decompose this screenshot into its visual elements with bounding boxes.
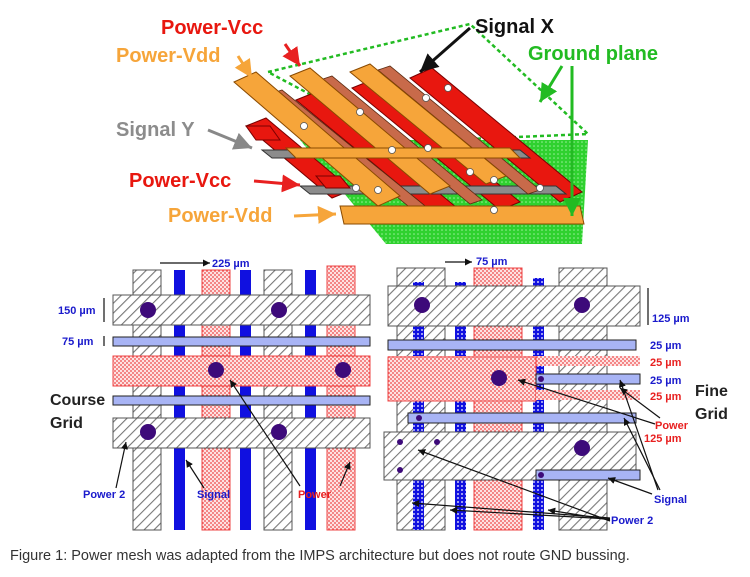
fine-power2-row-1 xyxy=(387,285,641,327)
course-arrow-power-2 xyxy=(339,461,351,487)
fine-arrow-power2-2 xyxy=(449,506,611,520)
course-power-row-1 xyxy=(112,355,371,387)
fine-power-dim-a: 25 µm xyxy=(650,357,682,369)
fine-signal-dim-a: 25 µm xyxy=(650,340,682,352)
course-pitch-dim: 225 µm xyxy=(212,258,250,270)
label-power-vdd-bottom: Power-Vdd xyxy=(168,205,272,227)
course-grid-title-line1: Course xyxy=(50,392,105,409)
figure-caption: Figure 1: Power mesh was adapted from th… xyxy=(10,548,630,564)
fine-power-width-dim: 125 µm xyxy=(644,433,682,445)
course-label-power2: Power 2 xyxy=(83,489,125,501)
fine-arrow-signal-3 xyxy=(607,477,653,495)
arrow-power-vcc-mid xyxy=(253,174,301,193)
fine-signal-row-1 xyxy=(387,339,637,351)
course-grid-title-line2: Grid xyxy=(50,415,83,432)
fine-arrow-power2-1 xyxy=(411,499,611,519)
fine-vias xyxy=(397,297,590,478)
label-power-vcc-mid: Power-Vcc xyxy=(129,170,231,192)
label-power-vdd-top: Power-Vdd xyxy=(116,45,220,67)
fine-arrow-power2-4 xyxy=(417,449,611,522)
course-signal-row-1 xyxy=(112,336,371,347)
fine-signal-column-1 xyxy=(413,282,424,530)
fine-grid-title-line2: Grid xyxy=(695,406,728,423)
fine-power2-dim: 125 µm xyxy=(652,313,690,325)
fine-signal-row-4 xyxy=(535,469,641,481)
fine-arrow-power-2 xyxy=(619,387,661,419)
fine-signal-column-2 xyxy=(455,282,466,530)
label-ground-plane: Ground plane xyxy=(528,43,658,65)
arrow-power-vcc-top xyxy=(282,43,302,67)
vcc-cross-bars xyxy=(245,125,352,189)
course-arrow-power-1 xyxy=(229,379,301,487)
arrow-signal-x xyxy=(419,26,471,74)
course-power-width-dim: 150 µm xyxy=(58,305,96,317)
arrow-power-vdd-bottom xyxy=(293,205,337,224)
fine-pitch-dim: 75 µm xyxy=(476,256,508,268)
label-signal-x: Signal X xyxy=(475,16,555,38)
course-grid: 225 µm 150 µm 75 µm Course Grid Power 2 … xyxy=(50,258,371,531)
fine-label-power: Power xyxy=(655,420,689,432)
fine-arrow-power2-3 xyxy=(547,507,611,521)
fine-grid: 75 µm 125 µm 25 µm 25 µm 25 µm 25 µm Fin… xyxy=(383,256,728,531)
vdd-cross-bars xyxy=(284,147,585,225)
3d-mesh-diagram: Power-Vcc Power-Vdd Signal X Ground plan… xyxy=(116,16,658,244)
course-arrow-signal xyxy=(185,459,205,489)
label-power-vcc-top: Power-Vcc xyxy=(161,17,263,39)
course-signal-row-2 xyxy=(112,395,371,406)
arrow-ground-plane-1 xyxy=(538,65,564,103)
vdd-bars xyxy=(233,63,507,207)
label-signal-y: Signal Y xyxy=(116,119,195,141)
fine-label-signal: Signal xyxy=(654,494,687,506)
course-label-power: Power xyxy=(298,489,332,501)
3d-vias xyxy=(300,84,544,214)
course-vias xyxy=(140,302,351,440)
fine-power-row-big xyxy=(387,356,537,402)
arrow-power-vdd-top xyxy=(234,55,254,79)
fine-signal-dim-b: 25 µm xyxy=(650,375,682,387)
course-arrow-power2 xyxy=(115,441,128,489)
fine-label-power2: Power 2 xyxy=(611,515,653,527)
fine-power-row-2 xyxy=(536,390,640,400)
arrow-signal-y xyxy=(207,128,253,150)
fine-signal-row-2 xyxy=(535,373,641,385)
fine-arrow-signal-2 xyxy=(623,417,661,491)
fine-grid-title-line1: Fine xyxy=(695,383,728,400)
fine-signal-row-3 xyxy=(407,412,637,424)
fine-signal-column-3 xyxy=(533,278,544,530)
course-signal-width-dim: 75 µm xyxy=(62,336,94,348)
fine-power-dim-b: 25 µm xyxy=(650,391,682,403)
course-label-signal: Signal xyxy=(197,489,230,501)
fine-arrow-signal-1 xyxy=(618,379,659,491)
